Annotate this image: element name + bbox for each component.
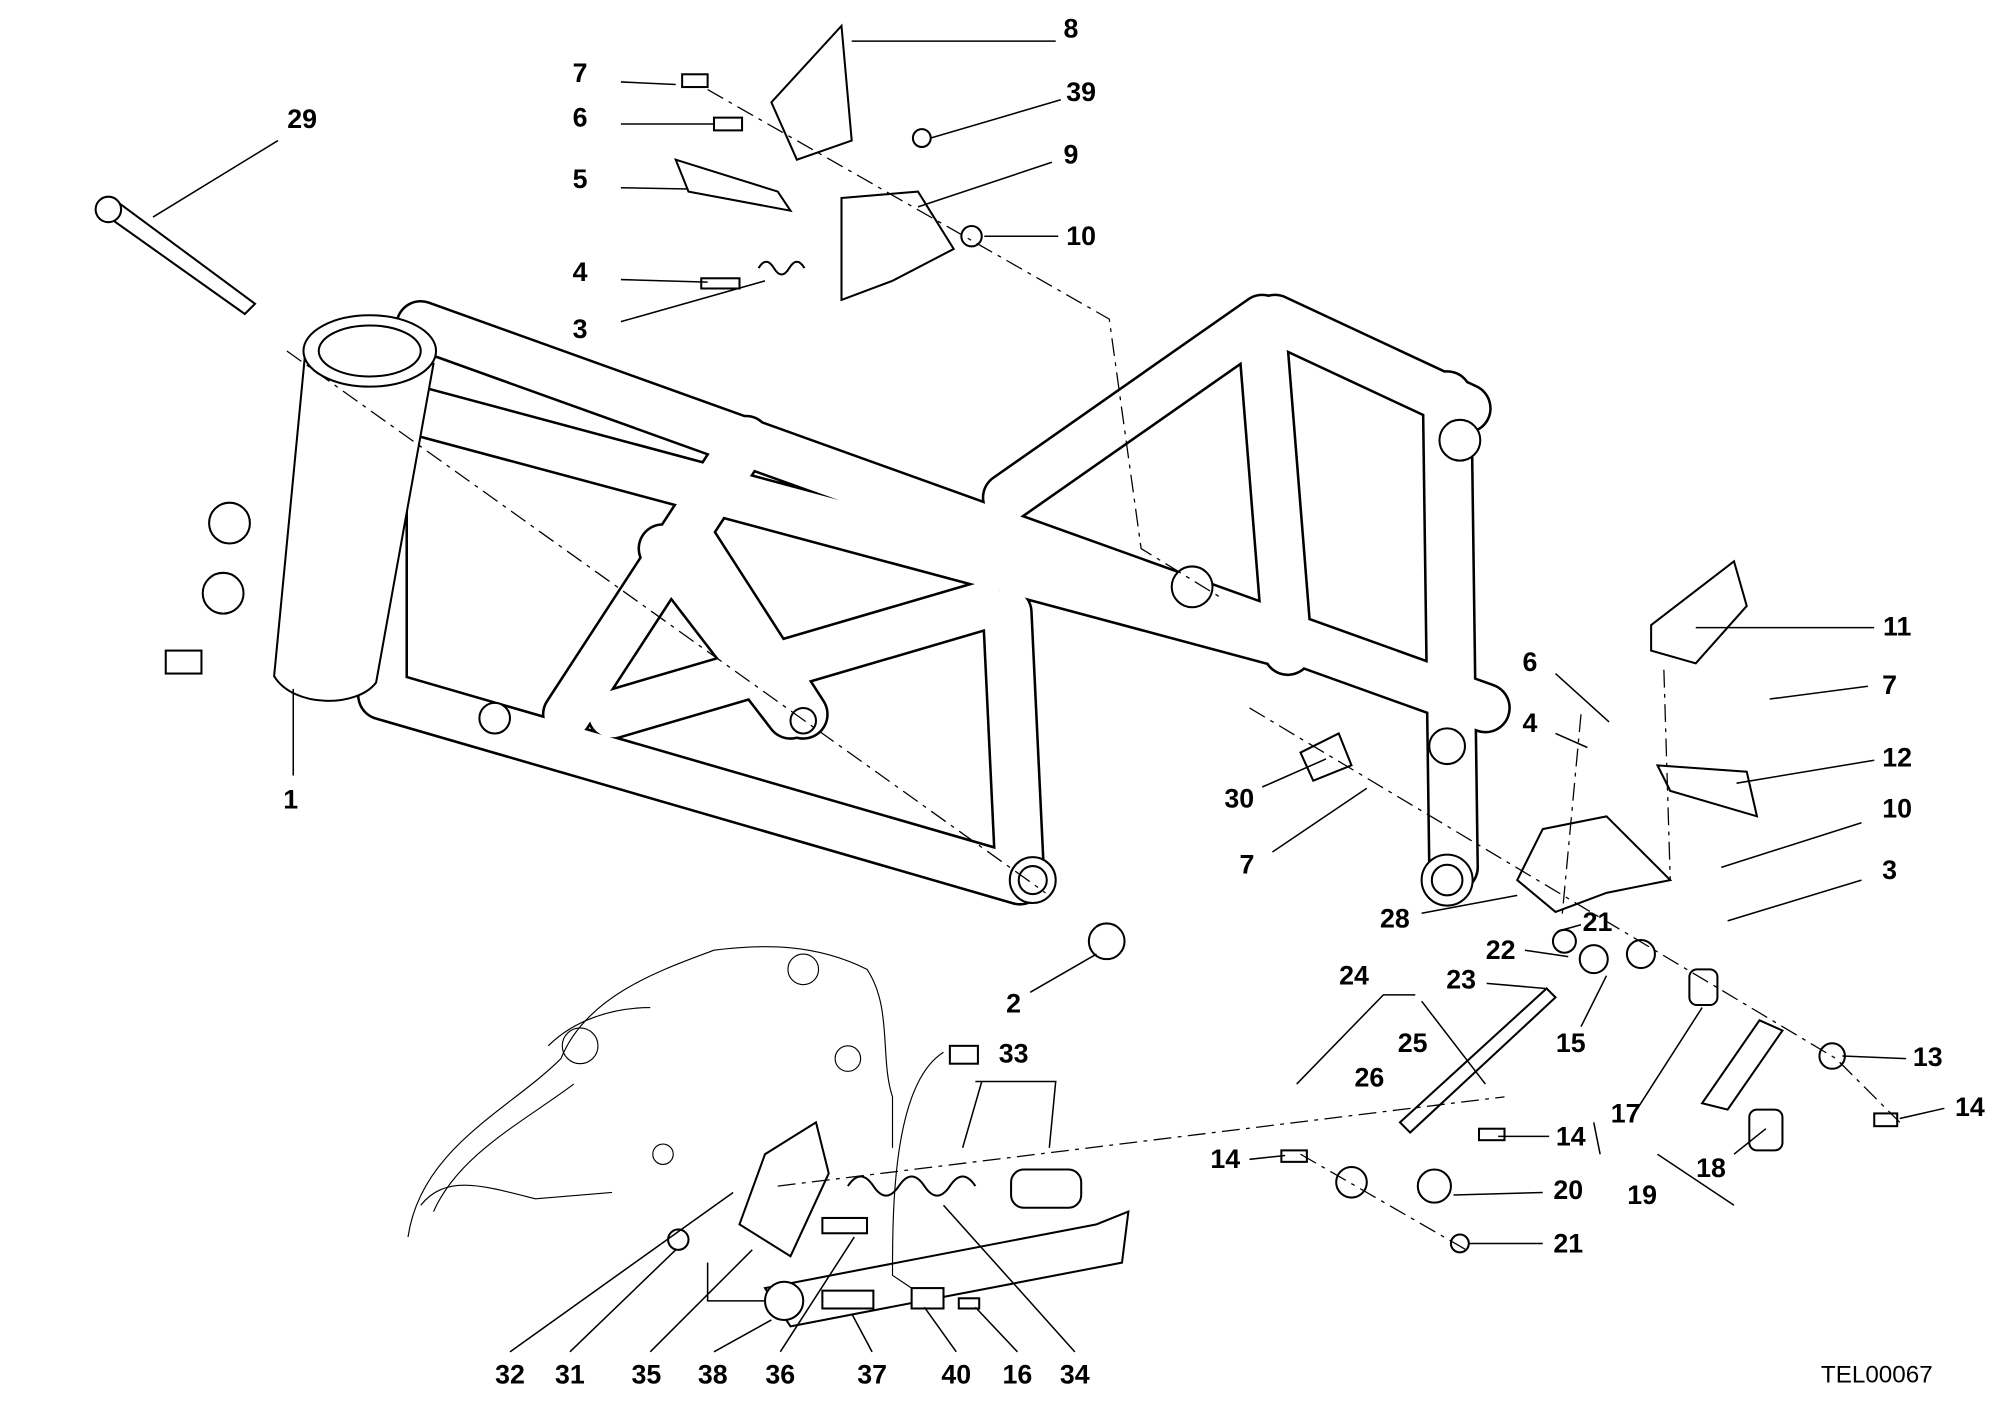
footpeg-bracket-11 — [1650, 559, 1748, 665]
shift-rod-24 — [1398, 987, 1557, 1134]
callout-30: 30 — [1224, 783, 1254, 813]
figure-code: TEL00067 — [1821, 1361, 1933, 1388]
callout-labels: 8 7 39 6 9 5 10 4 3 29 1 2 11 6 7 4 12 3… — [283, 13, 1985, 1389]
callout-4-right: 4 — [1523, 708, 1538, 738]
footpeg-5 — [674, 158, 793, 213]
callout-36: 36 — [765, 1360, 795, 1390]
callout-18: 18 — [1696, 1153, 1726, 1183]
callout-8: 8 — [1064, 13, 1079, 43]
callout-16: 16 — [1003, 1360, 1033, 1390]
callout-3-right: 3 — [1882, 855, 1897, 885]
callout-15: 15 — [1556, 1028, 1586, 1058]
callout-23: 23 — [1446, 964, 1476, 994]
side-stand-bracket-35 — [738, 1120, 830, 1258]
callout-5: 5 — [573, 164, 588, 194]
callout-21-lower: 21 — [1553, 1228, 1583, 1258]
callout-29: 29 — [287, 104, 317, 134]
callout-2: 2 — [1006, 989, 1021, 1019]
callout-17: 17 — [1611, 1098, 1641, 1128]
callout-37: 37 — [857, 1360, 887, 1390]
callout-13: 13 — [1913, 1042, 1943, 1072]
footpeg-12 — [1655, 764, 1759, 818]
callout-24: 24 — [1339, 961, 1369, 991]
callout-1: 1 — [283, 785, 298, 815]
bolt-29 — [97, 200, 257, 316]
callout-9: 9 — [1064, 140, 1079, 170]
engine-outline — [407, 946, 894, 1238]
callout-39: 39 — [1066, 77, 1096, 107]
callout-7-lower: 7 — [1240, 850, 1255, 880]
callout-12: 12 — [1882, 743, 1912, 773]
callout-34: 34 — [1060, 1360, 1090, 1390]
callout-10-right: 10 — [1882, 794, 1912, 824]
parts — [94, 23, 1899, 1328]
callout-40: 40 — [941, 1360, 971, 1390]
callout-10: 10 — [1066, 221, 1096, 251]
callout-19: 19 — [1627, 1180, 1657, 1210]
callout-20: 20 — [1553, 1175, 1583, 1205]
callout-32: 32 — [495, 1360, 525, 1390]
callout-3: 3 — [573, 314, 588, 344]
frame-tubes — [357, 293, 1511, 906]
callout-25: 25 — [1398, 1028, 1428, 1058]
callout-33: 33 — [999, 1038, 1029, 1068]
bracket-30 — [1299, 732, 1353, 782]
callout-6-right: 6 — [1523, 647, 1538, 677]
spring-34 — [847, 1175, 977, 1197]
callout-38: 38 — [698, 1360, 728, 1390]
callout-31: 31 — [555, 1360, 585, 1390]
side-stand — [763, 1209, 1130, 1328]
head-tube — [273, 314, 438, 702]
footpeg-holder-28 — [1515, 815, 1673, 914]
callout-22: 22 — [1486, 935, 1516, 965]
callout-28: 28 — [1380, 903, 1410, 933]
callout-26: 26 — [1354, 1063, 1384, 1093]
alignment-lines — [286, 89, 1901, 1251]
callout-4: 4 — [573, 257, 588, 287]
callout-14-left: 14 — [1210, 1144, 1240, 1174]
callout-6: 6 — [573, 103, 588, 133]
callout-7: 7 — [573, 58, 588, 88]
callout-7-right: 7 — [1882, 670, 1897, 700]
callout-14-right: 14 — [1955, 1092, 1985, 1122]
callout-11: 11 — [1883, 611, 1911, 641]
footpeg-bracket-8 — [770, 23, 853, 161]
callout-35: 35 — [632, 1360, 662, 1390]
lever-17 — [1700, 1019, 1784, 1111]
callout-14-mid: 14 — [1556, 1121, 1586, 1151]
frame — [164, 293, 1511, 907]
leader-lines — [152, 40, 1945, 1353]
callout-21: 21 — [1583, 907, 1613, 937]
footpeg-holder-9 — [840, 190, 956, 302]
